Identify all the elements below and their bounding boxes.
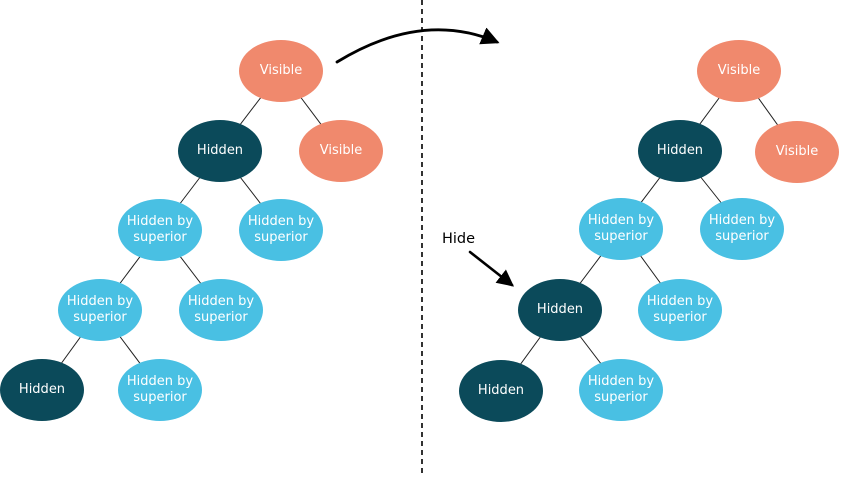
tree-node: Hidden by superior (638, 279, 722, 341)
tree-node: Hidden by superior (179, 279, 263, 341)
tree-node: Hidden by superior (239, 199, 323, 261)
tree-node-label: Hidden by superior (587, 373, 655, 405)
tree-node-label: Visible (319, 142, 363, 158)
tree-node-label: Visible (259, 62, 303, 78)
tree-node-label: Hidden (656, 142, 704, 158)
tree-node: Hidden by superior (579, 198, 663, 260)
tree-node-root: Visible (239, 40, 323, 102)
tree-node: Hidden by superior (58, 279, 142, 341)
tree-node-label: Visible (775, 143, 819, 159)
tree-node: Hidden (638, 120, 722, 182)
tree-node-label: Hidden (18, 381, 66, 397)
tree-node-label: Hidden by superior (187, 293, 255, 325)
tree-node: Hidden by superior (700, 198, 784, 260)
hide-annotation-label: Hide (442, 231, 476, 247)
tree-node-label: Hidden by superior (66, 293, 134, 325)
tree-node-label: Hidden by superior (708, 212, 776, 244)
tree-node-root: Visible (697, 40, 781, 102)
tree-node: Hidden by superior (118, 199, 202, 261)
tree-node-hide-target: Hidden (518, 279, 602, 341)
tree-node-label: Hidden by superior (587, 212, 655, 244)
tree-node-label: Hidden by superior (126, 213, 194, 245)
tree-node-label: Visible (717, 62, 761, 78)
tree-node: Visible (755, 121, 839, 183)
tree-node-label: Hidden by superior (126, 373, 194, 405)
tree-node-label: Hidden (536, 301, 584, 317)
tree-node-label: Hidden by superior (247, 213, 315, 245)
tree-node: Hidden (178, 120, 262, 182)
tree-node: Visible (299, 120, 383, 182)
tree-node-label: Hidden (477, 382, 525, 398)
tree-node: Hidden by superior (118, 359, 202, 421)
tree-node-label: Hidden by superior (646, 293, 714, 325)
tree-node: Hidden (459, 360, 543, 422)
transition-arrow-icon (335, 27, 500, 64)
tree-node: Hidden by superior (579, 359, 663, 421)
hide-arrow-icon (468, 250, 514, 287)
tree-node: Hidden (0, 359, 84, 421)
tree-node-label: Hidden (196, 142, 244, 158)
